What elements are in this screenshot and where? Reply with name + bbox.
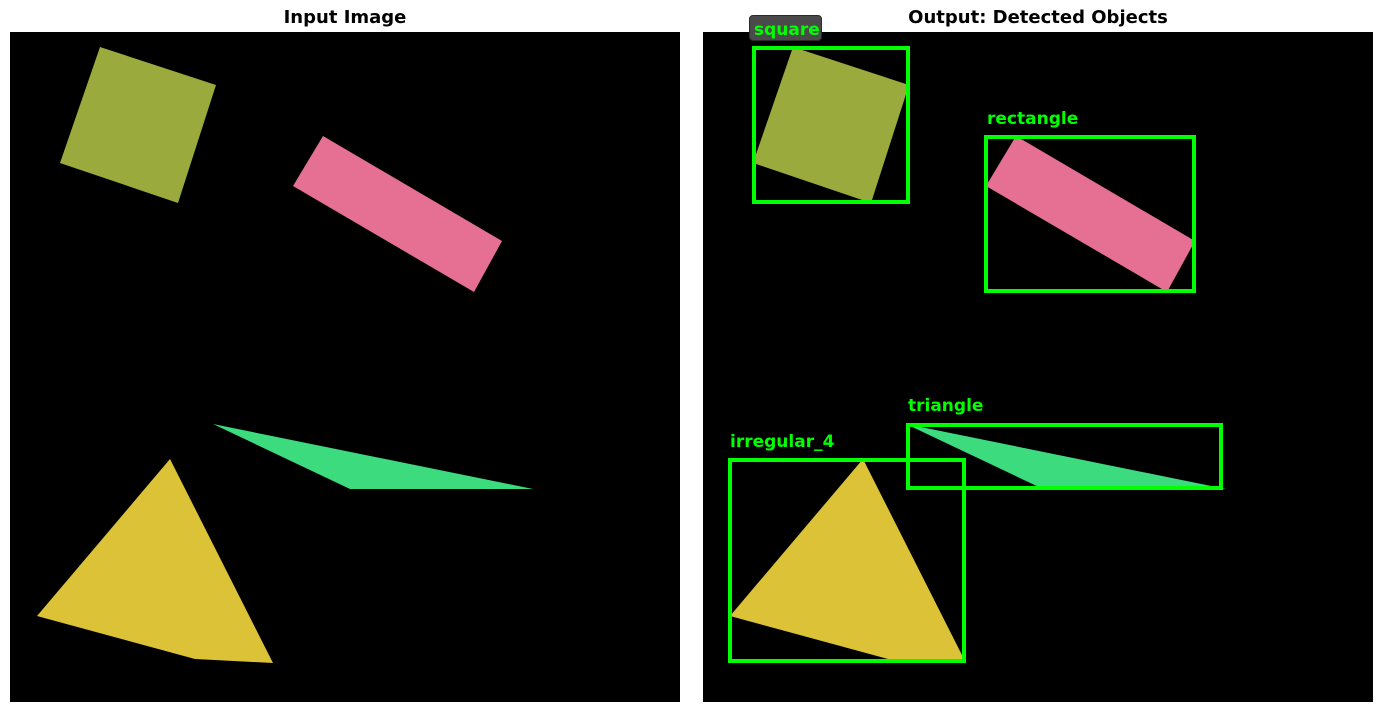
detection-label-square: square [754,20,820,40]
rectangle-shape [293,136,502,292]
square-shape [753,47,909,203]
detection-label-irregular-4: irregular_4 [730,432,835,452]
output-panel-title: Output: Detected Objects [908,7,1168,28]
triangle-shape [213,424,533,489]
input-shapes [37,47,533,663]
detection-label-triangle: triangle [908,396,984,416]
rectangle-bounding-box [984,135,1196,293]
detection-label-rectangle: rectangle [987,109,1079,129]
input-panel-title: Input Image [283,7,407,28]
square-bounding-box [752,46,910,204]
input-image [10,32,680,702]
triangle-bounding-box [906,423,1223,490]
irregular-4-shape [730,459,966,663]
output-shapes [730,47,1226,663]
label-tooltip-chip [749,15,822,41]
irregular-4-shape [37,459,273,663]
output-image [703,32,1373,702]
square-shape [60,47,216,203]
irregular-4-bounding-box [728,458,966,663]
rectangle-shape [986,136,1195,292]
triangle-shape [906,424,1226,489]
